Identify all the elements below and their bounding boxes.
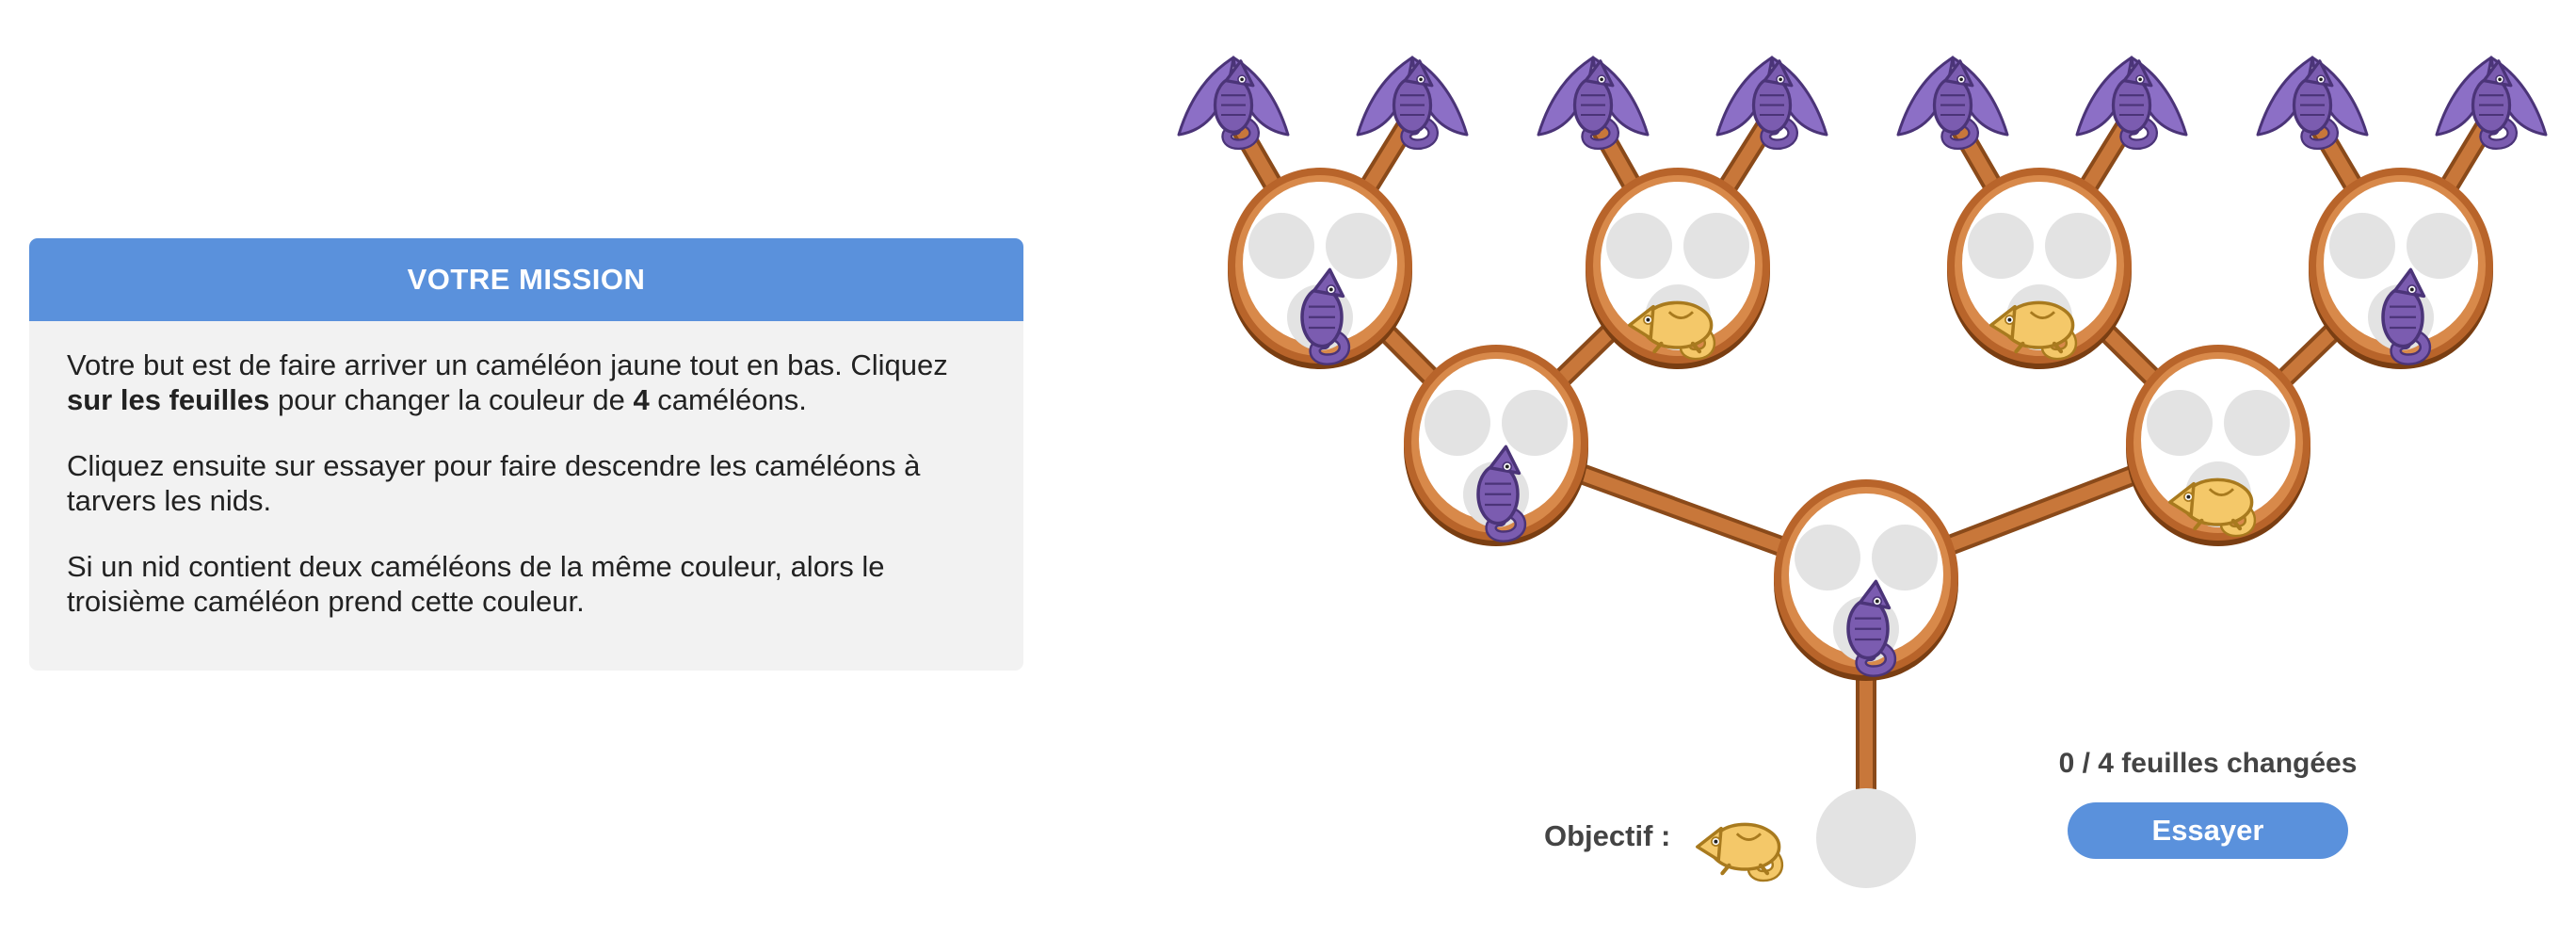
nest-n2 bbox=[1586, 168, 1770, 369]
chameleon-violet bbox=[1751, 59, 1798, 151]
nest-n1 bbox=[1228, 168, 1412, 369]
mission-text: Votre but est de faire arriver un camélé… bbox=[29, 321, 1023, 619]
objectif-target-slot bbox=[1816, 788, 1916, 888]
nest-slot bbox=[1606, 213, 1672, 279]
nest-slot bbox=[1968, 213, 2034, 279]
nests bbox=[1228, 168, 2493, 681]
chameleon-violet bbox=[1846, 579, 1897, 677]
nest-slot bbox=[2045, 213, 2111, 279]
nest-n3 bbox=[1947, 168, 2132, 369]
mission-text-1b: sur les feuilles bbox=[67, 383, 270, 416]
mission-title: VOTRE MISSION bbox=[29, 238, 1023, 321]
chameleon-violet bbox=[2381, 267, 2432, 365]
leaves bbox=[1177, 56, 2548, 151]
mission-paragraph-2: Cliquez ensuite sur essayer pour faire d… bbox=[67, 449, 921, 517]
leaf-4[interactable] bbox=[1715, 56, 1828, 151]
leaf-7[interactable] bbox=[2256, 56, 2369, 151]
chameleon-violet bbox=[1392, 59, 1439, 151]
nest-slot bbox=[2329, 213, 2395, 279]
nest-slot bbox=[2224, 390, 2290, 456]
nest-slot bbox=[1425, 390, 1490, 456]
nest-racine bbox=[1774, 479, 1958, 681]
leaf-8[interactable] bbox=[2435, 56, 2548, 151]
nest-slot bbox=[1872, 525, 1938, 590]
chameleon-violet bbox=[1213, 59, 1260, 151]
leaf-2[interactable] bbox=[1356, 56, 1469, 151]
objectif-chameleon bbox=[1696, 822, 1784, 882]
nest-slot bbox=[2147, 390, 2213, 456]
nest-slot bbox=[1795, 525, 1860, 590]
nest-slot bbox=[1326, 213, 1392, 279]
mission-panel: VOTRE MISSION Votre but est de faire arr… bbox=[29, 238, 1023, 671]
objectif-label: Objectif : bbox=[1544, 819, 1671, 852]
objectif bbox=[1696, 788, 1916, 888]
nest-m1 bbox=[1404, 345, 1588, 546]
mission-text-1c: pour changer la couleur de bbox=[269, 383, 634, 416]
mission-text-1d: 4 bbox=[633, 383, 650, 416]
leaf-1[interactable] bbox=[1177, 56, 1290, 151]
chameleon-jaune bbox=[1628, 300, 1716, 361]
chameleon-violet bbox=[2471, 59, 2518, 151]
leaf-6[interactable] bbox=[2075, 56, 2188, 151]
mission-paragraph-1: Votre but est de faire arriver un camélé… bbox=[67, 348, 986, 417]
nest-slot bbox=[2407, 213, 2472, 279]
chameleon-violet bbox=[1932, 59, 1979, 151]
chameleon-violet bbox=[1300, 267, 1351, 365]
essayer-button[interactable]: Essayer bbox=[2068, 802, 2348, 859]
nest-n4 bbox=[2309, 168, 2493, 369]
chameleon-jaune bbox=[2168, 477, 2257, 538]
chameleon-violet bbox=[2292, 59, 2339, 151]
nest-slot bbox=[1502, 390, 1568, 456]
leaves-counter: 0 / 4 feuilles changées bbox=[2058, 748, 2358, 779]
chameleon-violet bbox=[1572, 59, 1619, 151]
chameleon-violet bbox=[2111, 59, 2158, 151]
mission-text-1e: caméléons. bbox=[649, 383, 807, 416]
mission-paragraph-3: Si un nid contient deux caméléons de la … bbox=[67, 550, 885, 618]
leaf-3[interactable] bbox=[1537, 56, 1650, 151]
nest-slot bbox=[1248, 213, 1314, 279]
chameleon-violet bbox=[1476, 445, 1527, 542]
nest-m2 bbox=[2126, 345, 2310, 546]
mission-text-1a: Votre but est de faire arriver un camélé… bbox=[67, 348, 948, 381]
chameleon-jaune bbox=[1989, 300, 2078, 361]
leaf-5[interactable] bbox=[1896, 56, 2009, 151]
nest-slot bbox=[1683, 213, 1749, 279]
